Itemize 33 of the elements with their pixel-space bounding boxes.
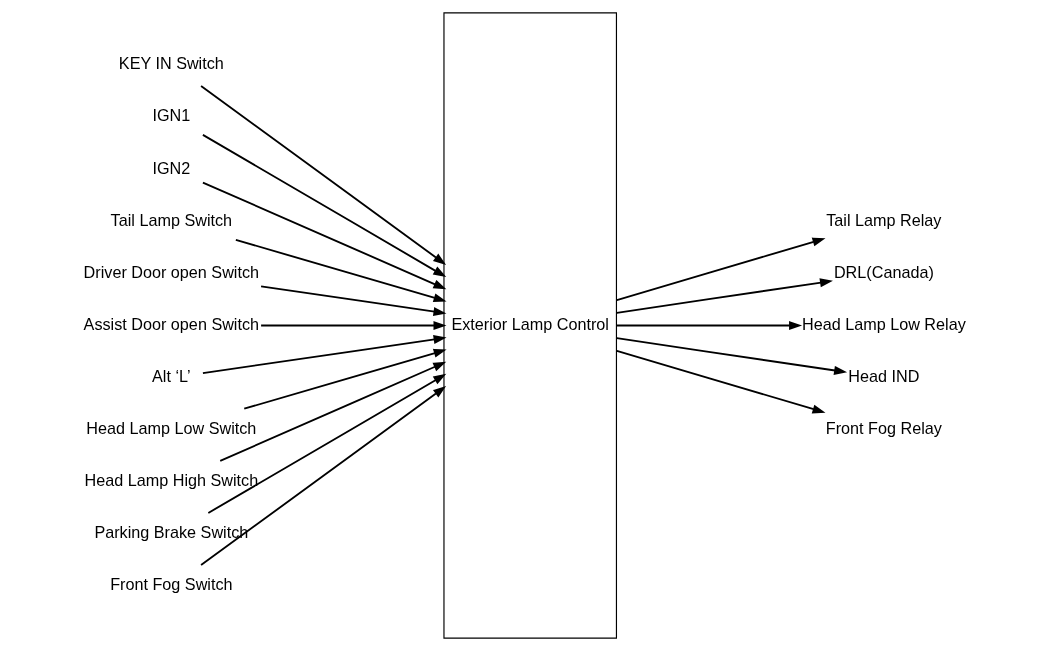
arrow	[234, 238, 447, 303]
arrow	[260, 285, 447, 317]
node-text: Head Lamp Low Switch	[86, 418, 257, 437]
node-text: KEY IN Switch	[118, 54, 224, 73]
arrow	[201, 334, 447, 375]
arrow	[201, 181, 447, 290]
arrow	[615, 320, 803, 331]
node-text: Front Fog Switch	[110, 575, 233, 594]
node-text: IGN1	[152, 106, 191, 125]
node-text: Front Fog Relay	[825, 418, 942, 437]
arrow	[200, 85, 447, 265]
node-text: Parking Brake Switch	[94, 523, 249, 542]
arrow	[260, 320, 447, 331]
arrow	[201, 133, 447, 278]
node-text: Head Lamp High Switch	[84, 471, 259, 490]
node-text: Driver Door open Switch	[83, 262, 260, 281]
node-text: Tail Lamp Relay	[826, 210, 942, 229]
node-text: Head IND	[848, 366, 920, 385]
node-text: DRL(Canada)	[833, 262, 934, 281]
arrow	[243, 348, 447, 410]
node-text: Assist Door open Switch	[83, 314, 260, 333]
arrow	[615, 278, 833, 314]
arrow	[200, 386, 447, 566]
node-text: Head Lamp Low Relay	[801, 314, 966, 333]
node-text: Tail Lamp Switch	[110, 210, 233, 229]
arrow	[615, 349, 826, 414]
arrow	[219, 361, 447, 462]
arrow	[615, 337, 848, 375]
node-text: Alt ‘L’	[151, 366, 191, 385]
node-text: IGN2	[152, 158, 191, 177]
arrow	[207, 373, 447, 514]
arrow	[615, 237, 826, 302]
node-box: Exterior Lamp Control	[443, 12, 618, 639]
